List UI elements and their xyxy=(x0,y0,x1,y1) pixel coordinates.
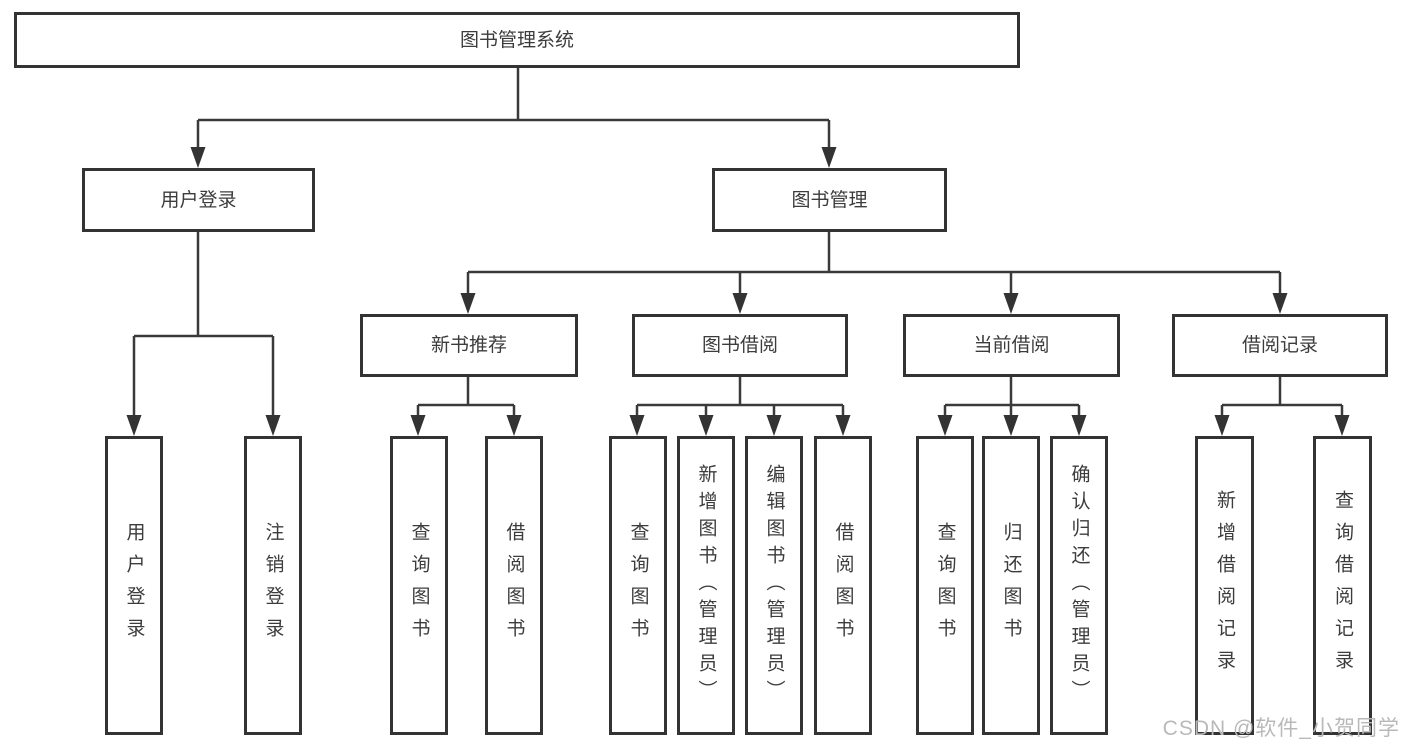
leaf-node-query-books-recommend: 查询图书 xyxy=(390,436,448,735)
section-node-label: 借阅记录 xyxy=(1241,335,1318,356)
leaf-node-label: 查询借阅记录 xyxy=(1332,489,1353,682)
connector-records-group xyxy=(1220,377,1344,424)
section-node-label: 新书推荐 xyxy=(430,335,507,356)
leaf-node-label: 注销登录 xyxy=(262,521,284,650)
leaf-node-add-books-admin: 新增图书（管理员） xyxy=(677,436,735,735)
leaf-node-confirm-return-admin: 确认归还（管理员） xyxy=(1050,436,1108,735)
leaf-node-user-login: 用户登录 xyxy=(105,436,163,735)
root-node-label: 图书管理系统 xyxy=(459,29,574,51)
branch-node-label: 图书管理 xyxy=(791,189,868,211)
connector-root-to-branches xyxy=(196,68,831,152)
section-node-label: 当前借阅 xyxy=(973,335,1050,356)
section-node-borrow-records: 借阅记录 xyxy=(1172,314,1388,377)
leaf-node-label: 确认归还（管理员） xyxy=(1068,464,1090,707)
leaf-node-label: 新增借阅记录 xyxy=(1214,489,1235,682)
leaf-node-label: 查询图书 xyxy=(408,521,430,650)
leaf-node-label: 编辑图书（管理员） xyxy=(763,464,785,707)
connector-current-group xyxy=(943,377,1081,424)
leaf-node-edit-books-admin: 编辑图书（管理员） xyxy=(745,436,803,735)
branch-node-book-management: 图书管理 xyxy=(712,168,947,232)
leaf-node-label: 借阅图书 xyxy=(503,521,525,650)
leaf-node-label: 借阅图书 xyxy=(832,521,854,650)
branch-node-user-login: 用户登录 xyxy=(82,168,315,232)
arrowhead-icons xyxy=(126,147,1350,436)
branch-node-label: 用户登录 xyxy=(160,189,237,211)
section-node-new-book-recommend: 新书推荐 xyxy=(360,314,578,377)
leaf-node-query-borrow-record: 查询借阅记录 xyxy=(1313,436,1372,735)
leaf-node-label: 用户登录 xyxy=(123,521,145,650)
leaf-node-logout: 注销登录 xyxy=(244,436,302,735)
section-node-current-borrowing: 当前借阅 xyxy=(903,314,1120,377)
leaf-node-label: 新增图书（管理员） xyxy=(695,464,717,707)
leaf-node-borrow-books-recommend: 借阅图书 xyxy=(485,436,543,735)
connector-user-login-group xyxy=(132,232,275,424)
leaf-node-borrow-books-borrowing: 借阅图书 xyxy=(814,436,872,735)
leaf-node-label: 查询图书 xyxy=(627,521,649,650)
section-node-book-borrowing: 图书借阅 xyxy=(632,314,848,377)
leaf-node-label: 归还图书 xyxy=(1000,521,1022,650)
connector-borrowing-group xyxy=(635,377,845,424)
leaf-node-return-books: 归还图书 xyxy=(982,436,1040,735)
root-node-library-system: 图书管理系统 xyxy=(14,12,1020,68)
leaf-node-query-books-current: 查询图书 xyxy=(916,436,974,735)
section-node-label: 图书借阅 xyxy=(701,335,778,356)
connector-recommend-group xyxy=(416,377,516,424)
csdn-watermark: CSDN @软件_小贺同学 xyxy=(1162,717,1400,740)
connector-book-mgmt-group xyxy=(466,232,1282,300)
leaf-node-query-books-borrowing: 查询图书 xyxy=(609,436,667,735)
leaf-node-label: 查询图书 xyxy=(934,521,956,650)
leaf-node-add-borrow-record: 新增借阅记录 xyxy=(1195,436,1254,735)
